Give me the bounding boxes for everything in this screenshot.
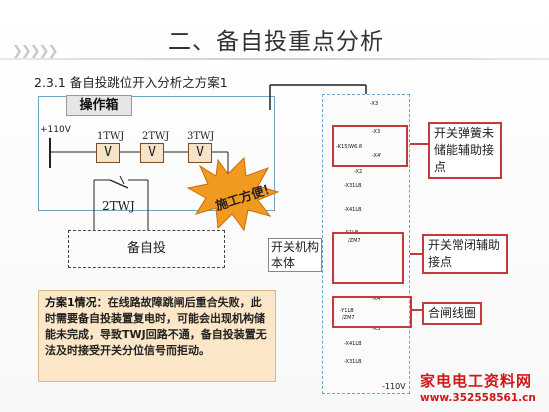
supply-voltage-label: +110V — [40, 125, 71, 135]
scheme-note: 方案1情况：在线路故障跳闸后重合失败，此时需要备自投装置复电时，可能会出现机构储… — [38, 290, 276, 382]
callout-closing-coil: 合闸线圈 — [422, 302, 483, 325]
terminal-label: -X41LB — [344, 341, 362, 347]
relay-3-coil: V — [188, 143, 212, 163]
terminal-label: -X3 — [370, 101, 379, 107]
relay-2-label: 2TWJ — [142, 131, 170, 142]
terminal-label: /ZM7 — [348, 238, 361, 244]
closing-coil-highlight — [332, 296, 412, 328]
operation-box-label: 操作箱 — [66, 95, 132, 116]
terminal-label: -X41LB — [344, 207, 362, 213]
terminal-label: -K15/W6.8 — [336, 144, 363, 150]
chevron-decoration-icon: ❯❯❯❯❯ — [12, 44, 58, 59]
relay-1-coil: V — [96, 143, 120, 163]
watermark-url: www.352558561.cn — [420, 392, 536, 404]
note-body: 在线路故障跳闸后重合失败，此时需要备自投装置复电时，可能会出现机构储能未完成，导… — [45, 296, 267, 357]
relay-2-coil: V — [140, 143, 164, 163]
title-divider — [0, 58, 549, 60]
relay-1-label: 1TWJ — [97, 131, 125, 142]
terminal-label: -X31LB — [344, 359, 362, 365]
terminal-label: -X3 — [372, 129, 381, 135]
watermark: 家电电工资料网 www.352558561.cn — [420, 370, 549, 412]
terminal-label: -X3' — [372, 326, 382, 332]
operation-box-frame — [38, 96, 275, 211]
slide-title: 二、备自投重点分析 — [168, 29, 384, 55]
callout-nc-contact: 开关常闭辅助接点 — [422, 234, 508, 274]
terminal-label: /ZM7 — [342, 315, 355, 321]
watermark-title: 家电电工资料网 — [420, 372, 533, 390]
nc-contact-highlight — [332, 232, 404, 284]
relay-3-label: 3TWJ — [187, 131, 215, 142]
bottom-supply-label: -110V — [382, 382, 406, 391]
terminal-label: -X31LB — [344, 183, 362, 189]
breaker-schematic-panel — [322, 94, 410, 394]
slide-subtitle: 2.3.1 备自投跳位开入分析之方案1 — [34, 75, 228, 90]
terminal-label: -X4' — [372, 296, 382, 302]
spring-contact-highlight — [332, 125, 408, 167]
burst-shape — [186, 156, 280, 232]
callout-spring-contact: 开关弹簧未储能辅助接点 — [428, 122, 502, 179]
mechanism-label: 开关机构本体 — [268, 238, 322, 272]
auto-transfer-device-box: 备自投 — [68, 230, 225, 268]
terminal-label: -X2 — [354, 169, 363, 175]
note-lead: 方案1情况： — [45, 296, 108, 309]
terminal-label: -Y1LB — [340, 308, 354, 314]
contact-label: 2TWJ — [102, 199, 135, 213]
terminal-label: -X4' — [372, 153, 382, 159]
